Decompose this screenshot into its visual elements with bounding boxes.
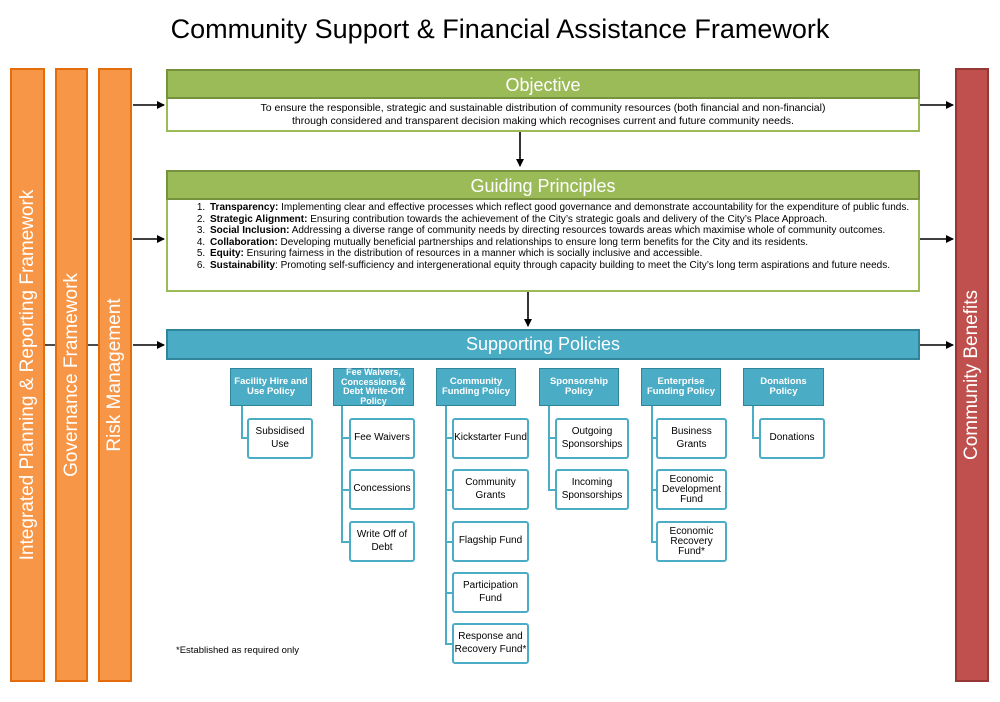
tree-line [445, 541, 452, 543]
tree-line [752, 406, 754, 438]
tree-line [445, 592, 452, 594]
policy-sponsorship: Sponsorship Policy [539, 368, 619, 406]
sub-community-grants: Community Grants [452, 469, 529, 510]
principle-item: Social Inclusion: Addressing a diverse r… [208, 225, 918, 237]
risk-management-bar: Risk Management [98, 68, 132, 682]
supporting-policies-header: Supporting Policies [166, 329, 920, 360]
community-benefits-bar: Community Benefits [955, 68, 989, 682]
tree-line [548, 437, 555, 439]
principle-item: Equity: Ensuring fairness in the distrib… [208, 248, 918, 260]
principle-item: Strategic Alignment: Ensuring contributi… [208, 214, 918, 226]
tree-line [651, 406, 653, 542]
principle-text: : Promoting self-sufficiency and interge… [275, 259, 890, 271]
principle-term: Collaboration: [210, 236, 278, 248]
principle-term: Social Inclusion: [210, 225, 290, 237]
sub-response-recovery-fund: Response and Recovery Fund* [452, 623, 529, 664]
policy-donations: Donations Policy [743, 368, 824, 406]
principles-body: Transparency: Implementing clear and eff… [166, 200, 920, 292]
objective-line-2: through considered and transparent decis… [292, 115, 794, 127]
tree-line [445, 406, 447, 644]
principle-text: Developing mutually beneficial partnersh… [277, 236, 809, 248]
policy-community-funding: Community Funding Policy [436, 368, 516, 406]
tree-line [548, 406, 550, 491]
principles-header: Guiding Principles [166, 170, 920, 200]
sub-donations: Donations [759, 418, 825, 459]
principle-text: Addressing a diverse range of community … [289, 225, 886, 237]
tree-line [651, 437, 656, 439]
sub-flagship-fund: Flagship Fund [452, 521, 529, 562]
objective-header: Objective [166, 69, 920, 99]
sub-fee-waivers: Fee Waivers [349, 418, 415, 459]
principle-item: Transparency: Implementing clear and eff… [208, 202, 918, 214]
sub-economic-development-fund: Economic Development Fund [656, 469, 727, 510]
objective-body: To ensure the responsible, strategic and… [166, 99, 920, 132]
sub-kickstarter-fund: Kickstarter Fund [452, 418, 529, 459]
tree-line [341, 489, 349, 491]
tree-line [341, 437, 349, 439]
planning-framework-bar: Integrated Planning & Reporting Framewor… [10, 68, 45, 682]
tree-line [445, 437, 452, 439]
principle-text: Ensuring fairness in the distribution of… [243, 248, 703, 260]
page-title: Community Support & Financial Assistance… [170, 14, 830, 44]
sub-business-grants: Business Grants [656, 418, 727, 459]
tree-line [445, 643, 452, 645]
tree-line [548, 489, 555, 491]
footnote: *Established as required only [176, 645, 300, 656]
policy-facility-hire: Facility Hire and Use Policy [230, 368, 312, 406]
principle-term: Transparency: [210, 202, 279, 213]
principles-list: Transparency: Implementing clear and eff… [168, 200, 918, 272]
principle-item: Collaboration: Developing mutually benef… [208, 237, 918, 249]
sub-participation-fund: Participation Fund [452, 572, 529, 613]
principle-term: Strategic Alignment: [210, 213, 308, 225]
tree-line [241, 406, 243, 438]
sub-outgoing-sponsorships: Outgoing Sponsorships [555, 418, 629, 459]
principle-term: Equity: [210, 248, 244, 260]
tree-line [752, 437, 759, 439]
policy-fee-waivers: Fee Waivers, Concessions & Debt Write-Of… [333, 367, 414, 406]
tree-line [241, 437, 247, 439]
sub-economic-recovery-fund: Economic Recovery Fund* [656, 521, 727, 562]
tree-line [341, 406, 343, 542]
governance-framework-bar: Governance Framework [55, 68, 88, 682]
sub-concessions: Concessions [349, 469, 415, 510]
policy-enterprise-funding: Enterprise Funding Policy [641, 368, 721, 406]
principle-item: Sustainability: Promoting self-sufficien… [208, 260, 918, 272]
tree-line [445, 489, 452, 491]
tree-line [341, 541, 349, 543]
tree-line [651, 489, 656, 491]
principle-text: Implementing clear and effective process… [278, 202, 910, 213]
objective-line-1: To ensure the responsible, strategic and… [260, 102, 826, 114]
sub-subsidised-use: Subsidised Use [247, 418, 313, 459]
sub-incoming-sponsorships: Incoming Sponsorships [555, 469, 629, 510]
tree-line [651, 541, 656, 543]
principle-text: Ensuring contribution towards the achiev… [307, 213, 828, 225]
sub-write-off-of-debt: Write Off of Debt [349, 521, 415, 562]
principle-term: Sustainability [210, 259, 276, 271]
